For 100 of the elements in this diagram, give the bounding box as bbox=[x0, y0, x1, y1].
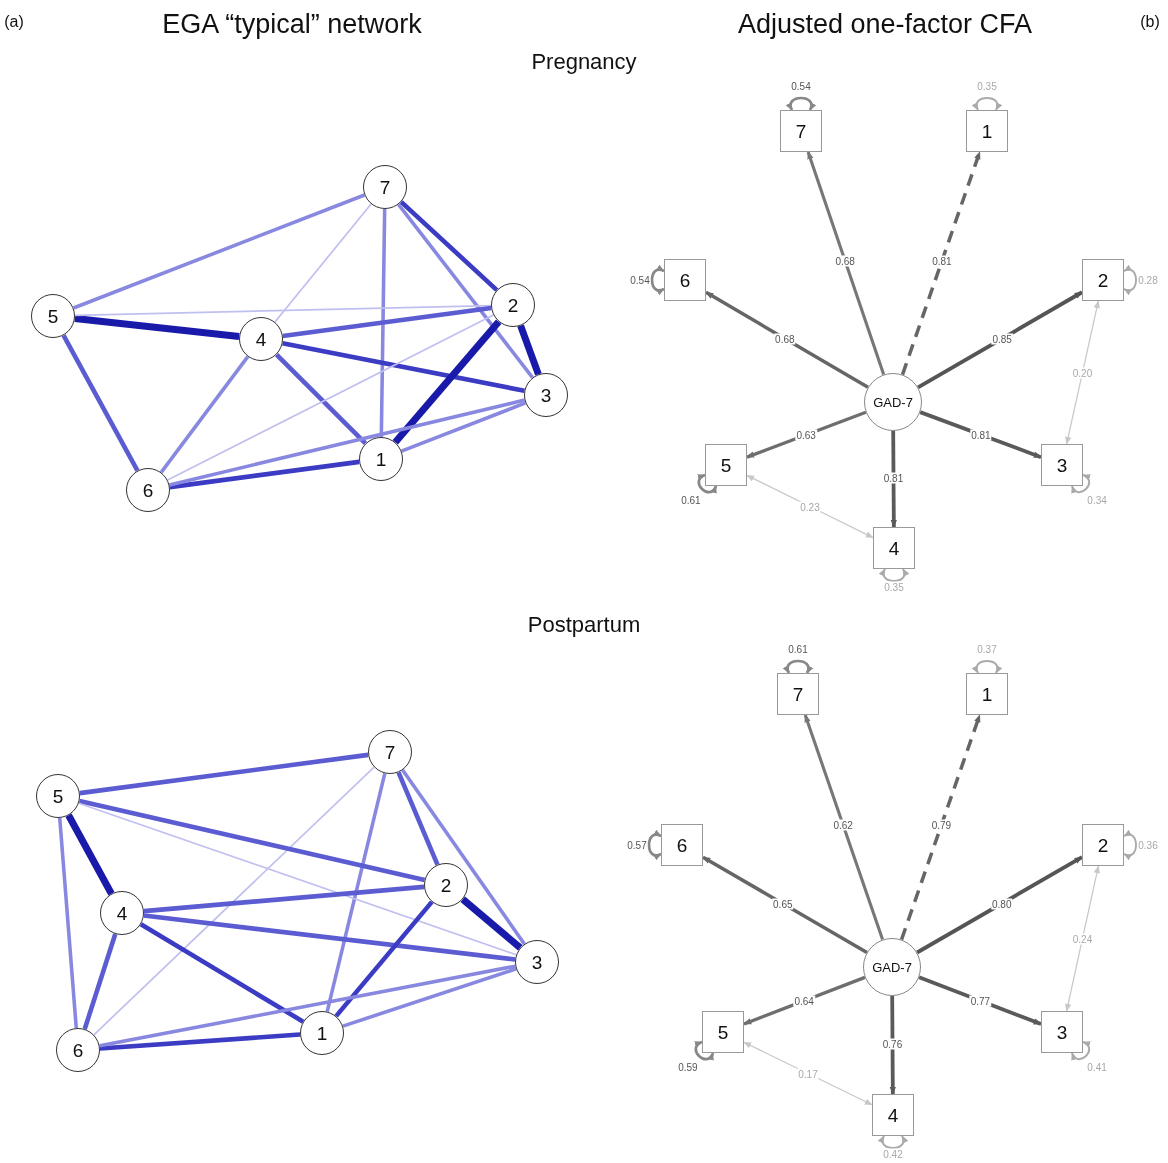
edge-label: 0.81 bbox=[882, 472, 905, 484]
network-node-circle: 4 bbox=[100, 891, 144, 935]
network-edge bbox=[397, 203, 534, 379]
loading-arrow bbox=[702, 855, 868, 954]
network-edge bbox=[460, 896, 523, 951]
edge-label: 0.17 bbox=[797, 1068, 819, 1079]
residual-loop-arrow bbox=[697, 473, 718, 494]
item-box: 6 bbox=[661, 824, 703, 866]
covariance-arrow bbox=[743, 1041, 873, 1106]
network-edge bbox=[78, 798, 426, 883]
edge-label: 0.65 bbox=[772, 898, 794, 910]
covariance-arrow bbox=[746, 474, 874, 539]
item-box: 3 bbox=[1041, 444, 1083, 486]
network-node-circle: 6 bbox=[126, 468, 170, 512]
edge-label: 0.81 bbox=[970, 429, 992, 441]
network-edge bbox=[99, 964, 516, 1048]
network-edge bbox=[274, 203, 372, 323]
residual-loop-arrow bbox=[879, 568, 909, 582]
network-edge bbox=[392, 319, 502, 445]
edge-label: 0.64 bbox=[793, 995, 815, 1007]
network-node-circle: 1 bbox=[359, 437, 403, 481]
loading-arrow bbox=[803, 714, 885, 941]
edge-label: 0.80 bbox=[991, 898, 1013, 910]
loading-arrow bbox=[918, 975, 1042, 1026]
network-edge bbox=[74, 304, 492, 317]
item-box: 3 bbox=[1041, 1011, 1083, 1053]
residual-loop-arrow bbox=[647, 830, 662, 860]
edge-label: 0.76 bbox=[881, 1038, 904, 1050]
edge-label: 0.54 bbox=[790, 80, 812, 92]
network-node-circle: 7 bbox=[363, 165, 407, 209]
loading-arrow bbox=[705, 290, 869, 389]
residual-loop-arrow bbox=[1071, 474, 1091, 494]
item-box: 4 bbox=[872, 1094, 914, 1136]
panel-label: (a) bbox=[4, 13, 24, 31]
network-edge bbox=[79, 752, 369, 796]
item-box: 7 bbox=[780, 110, 822, 152]
network-node-circle: 4 bbox=[239, 317, 283, 361]
edge-label: 0.20 bbox=[1071, 367, 1094, 378]
loading-arrow bbox=[746, 410, 867, 459]
network-edge bbox=[72, 193, 366, 310]
edge-label: 0.79 bbox=[930, 819, 953, 831]
loading-arrow bbox=[916, 855, 1083, 955]
network-edge bbox=[396, 771, 440, 866]
edge-label: 0.57 bbox=[626, 839, 648, 851]
network-edge bbox=[139, 922, 305, 1024]
edge-label: 0.62 bbox=[832, 819, 854, 831]
network-edge bbox=[65, 813, 115, 896]
residual-loop-arrow bbox=[1071, 1041, 1091, 1061]
network-edge bbox=[325, 772, 387, 1013]
network-node-circle: 1 bbox=[300, 1011, 344, 1055]
network-edge bbox=[57, 817, 79, 1029]
residual-loop-arrow bbox=[786, 96, 816, 111]
network-node-circle: 5 bbox=[31, 294, 75, 338]
item-box: 6 bbox=[664, 259, 706, 301]
network-node-circle: 2 bbox=[424, 863, 468, 907]
edge-label: 0.61 bbox=[680, 494, 702, 506]
residual-loop-arrow bbox=[1123, 265, 1137, 295]
latent-factor-circle: GAD-7 bbox=[863, 938, 921, 996]
item-box: 1 bbox=[966, 673, 1008, 715]
network-edge bbox=[400, 401, 527, 453]
item-box: 2 bbox=[1082, 259, 1124, 301]
loading-arrow bbox=[917, 290, 1083, 390]
network-edge bbox=[399, 200, 499, 292]
network-node-circle: 7 bbox=[368, 730, 412, 774]
network-node-circle: 3 bbox=[515, 940, 559, 984]
network-node-circle: 2 bbox=[491, 283, 535, 327]
item-box: 2 bbox=[1082, 824, 1124, 866]
edge-label: 0.37 bbox=[976, 643, 998, 655]
network-edge bbox=[334, 900, 434, 1018]
loading-arrow bbox=[806, 151, 886, 376]
edge-label: 0.68 bbox=[774, 333, 796, 345]
network-edge bbox=[166, 314, 495, 481]
row-heading: Postpartum bbox=[527, 612, 641, 638]
network-node-circle: 3 bbox=[524, 373, 568, 417]
residual-loop-arrow bbox=[878, 1135, 908, 1149]
item-box: 4 bbox=[873, 527, 915, 569]
loading-arrow bbox=[889, 996, 896, 1095]
network-edge bbox=[143, 913, 516, 962]
loading-arrow bbox=[890, 431, 897, 528]
network-edge bbox=[77, 802, 518, 956]
residual-loop-arrow bbox=[972, 97, 1002, 111]
item-box: 1 bbox=[966, 110, 1008, 152]
network-edge bbox=[74, 314, 240, 341]
network-edge bbox=[99, 1032, 301, 1051]
loading-arrow bbox=[743, 975, 866, 1026]
edge-label: 0.85 bbox=[991, 333, 1013, 345]
residual-loop-arrow bbox=[1123, 830, 1137, 860]
edge-label: 0.81 bbox=[931, 255, 953, 267]
edge-label: 0.34 bbox=[1086, 494, 1108, 506]
panel-title: EGA “typical” network bbox=[162, 8, 422, 40]
edge-label: 0.36 bbox=[1137, 839, 1159, 851]
edge-label: 0.35 bbox=[883, 581, 905, 593]
covariance-arrow bbox=[1065, 300, 1100, 445]
network-edge bbox=[61, 334, 140, 472]
network-edge bbox=[143, 884, 425, 914]
covariance-arrow bbox=[1065, 865, 1100, 1012]
item-box: 7 bbox=[777, 673, 819, 715]
network-edge bbox=[282, 341, 525, 393]
edge-label: 0.59 bbox=[677, 1061, 699, 1073]
network-edge bbox=[282, 305, 492, 339]
